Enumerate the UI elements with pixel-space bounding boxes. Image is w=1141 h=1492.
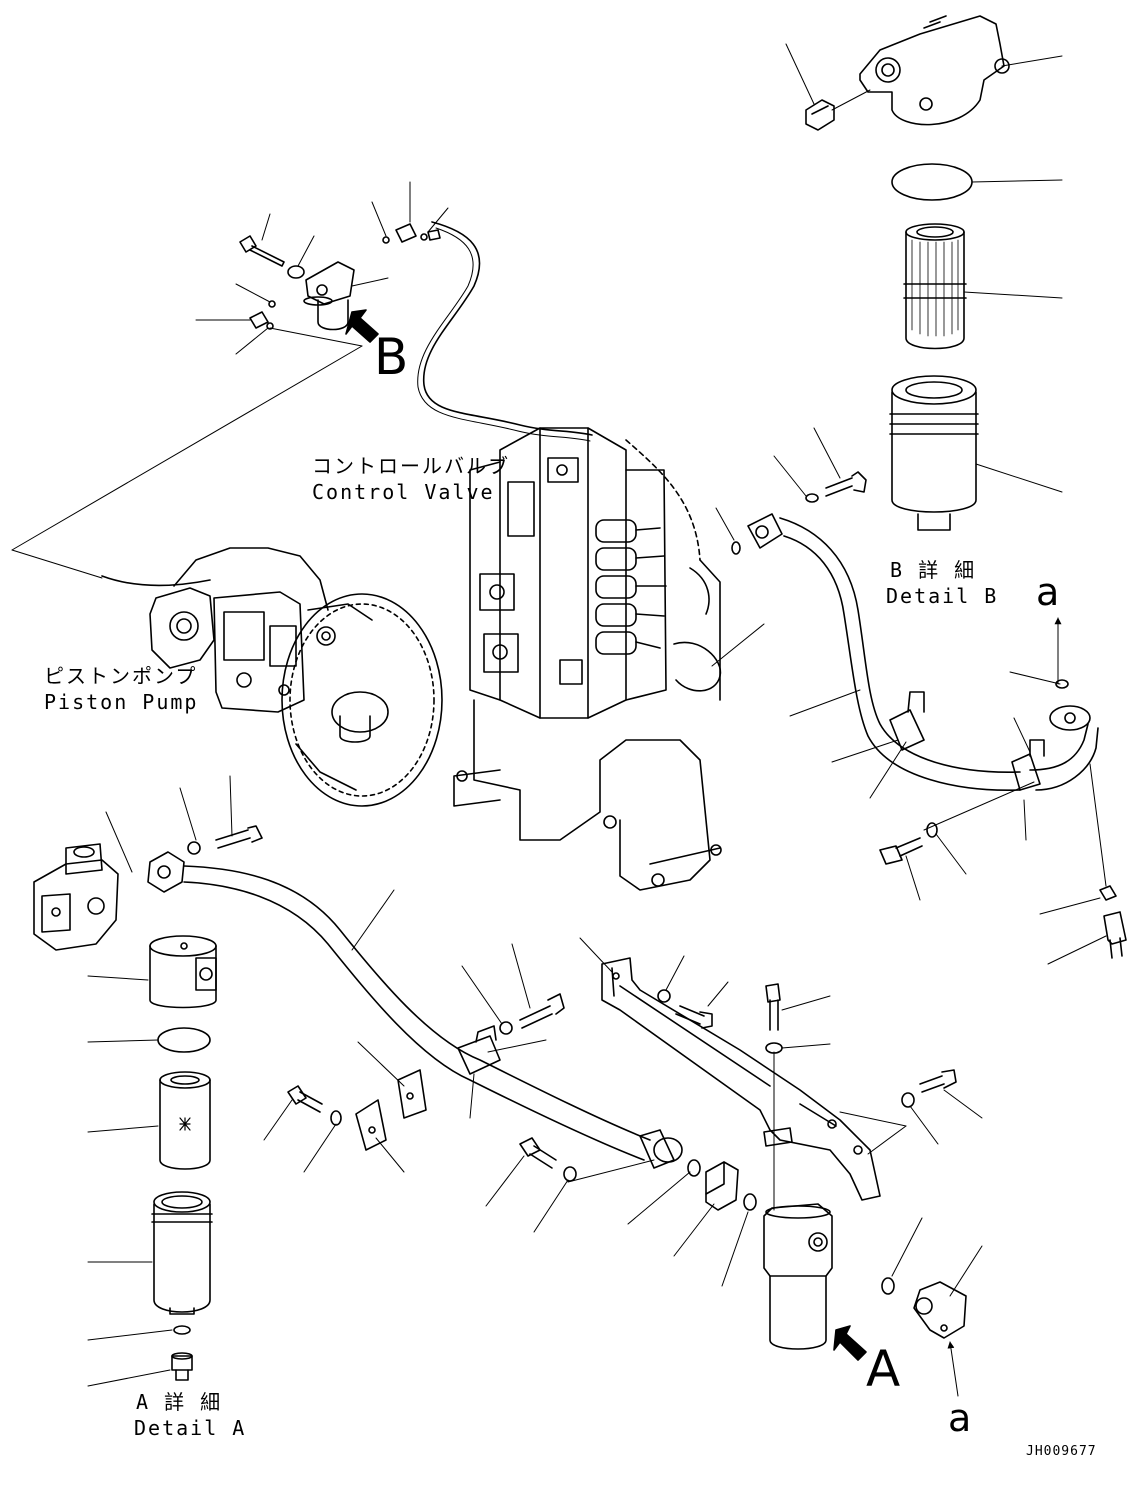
leaders-filter-a — [891, 1217, 983, 1397]
detail-b-label-en: Detail B — [886, 584, 999, 608]
marker-a-top: a — [1036, 570, 1060, 614]
leaders-tube-upper — [711, 427, 1107, 965]
detail-a-exploded — [33, 843, 217, 1381]
detail-b-label-jp: B 詳 細 — [890, 558, 977, 582]
callout-letter-a: A — [866, 1340, 901, 1398]
detail-a-label-en: Detail A — [134, 1416, 247, 1440]
control-valve-label-en: Control Valve — [312, 480, 495, 504]
drawing-number: JH009677 — [1026, 1444, 1097, 1459]
callout-arrow-a-icon — [833, 1325, 867, 1361]
leaders-bracket — [579, 937, 983, 1211]
piston-pump — [101, 547, 443, 807]
callout-letter-b: B — [374, 328, 409, 386]
leaders-detail-a — [87, 975, 173, 1387]
callout-arrow-b-icon — [345, 309, 379, 343]
filter-bracket — [601, 957, 957, 1201]
leaders-tube-lower — [105, 775, 749, 1287]
control-valve — [453, 427, 722, 891]
control-valve-label-jp: コントロールバルブ — [312, 454, 510, 478]
return-tube-upper — [731, 471, 1127, 959]
piston-pump-label-en: Piston Pump — [44, 690, 199, 714]
detail-a-label-jp: A 詳 細 — [136, 1390, 223, 1414]
pilot-hose — [417, 221, 593, 442]
return-tube-lower — [147, 825, 757, 1211]
small-filter-b — [239, 223, 441, 331]
leaders-b-right — [785, 43, 1063, 493]
marker-a-bottom: a — [948, 1396, 972, 1440]
main-filter-a — [763, 1203, 967, 1350]
piston-pump-label-jp: ピストンポンプ — [44, 664, 198, 688]
detail-b-exploded — [805, 15, 1010, 531]
leaders-b-small — [11, 181, 449, 579]
